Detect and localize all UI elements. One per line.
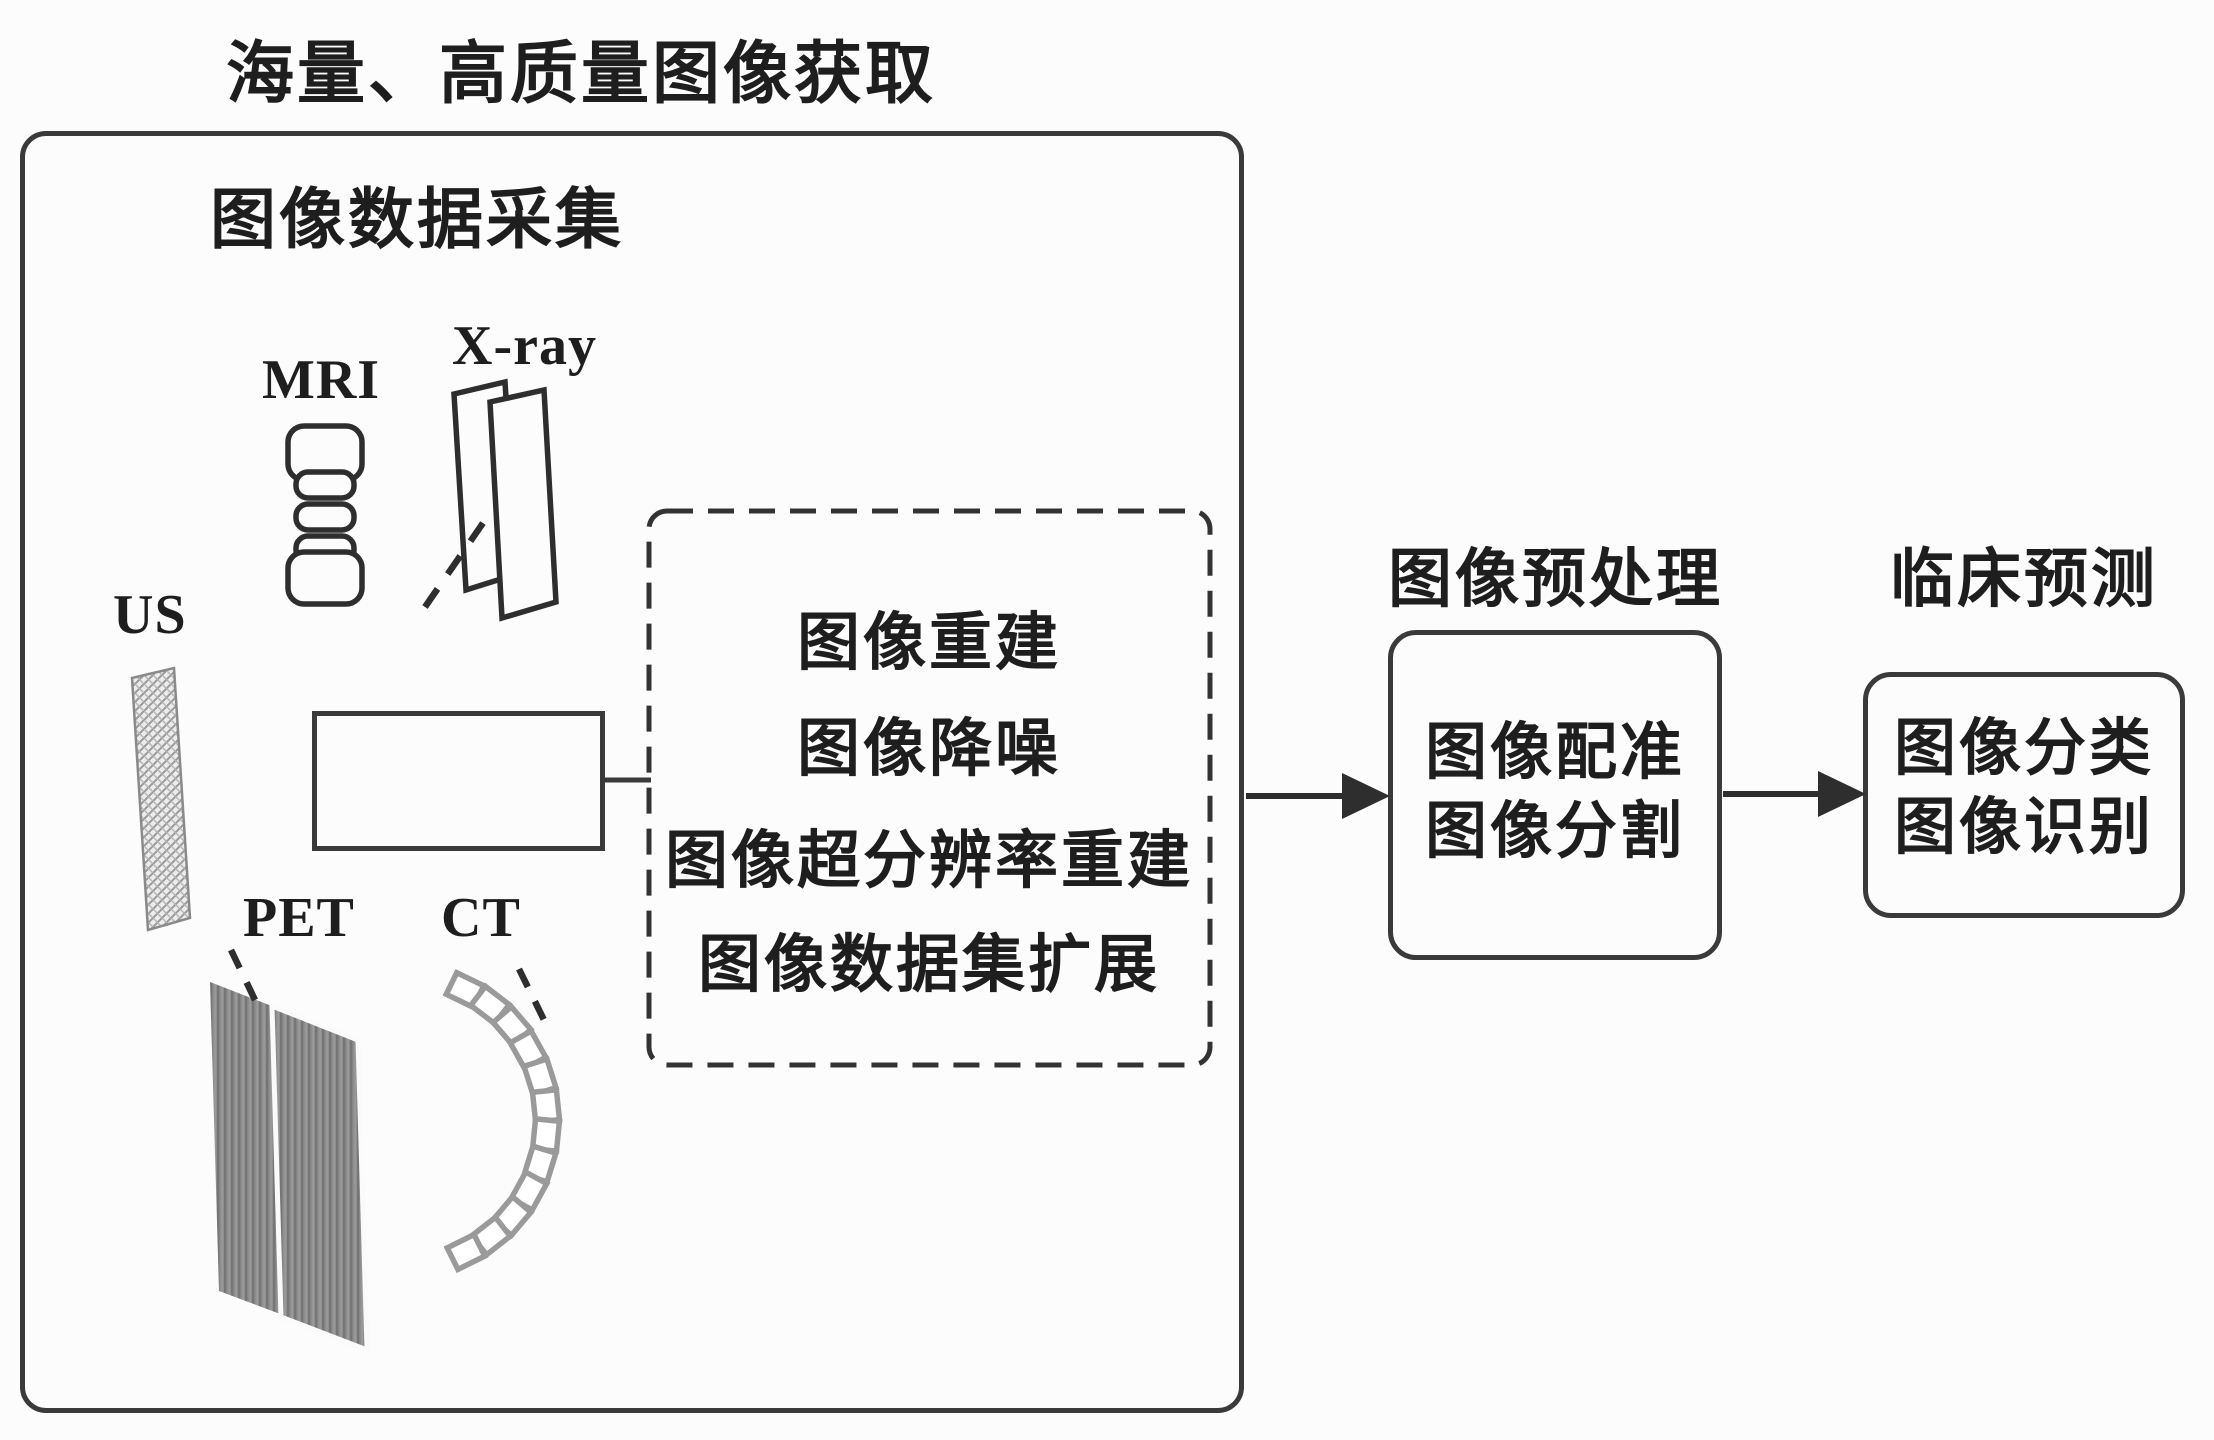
preprocessing-items: 图像配准 图像分割 xyxy=(1388,714,1722,872)
mri-label: MRI xyxy=(262,349,381,411)
figure-top-title: 海量、高质量图像获取 xyxy=(226,36,937,112)
clinical-item-classification: 图像分类 xyxy=(1893,715,2154,783)
processing-item-denoise: 图像降噪 xyxy=(797,714,1061,784)
arrow-acquisition-to-preprocessing xyxy=(1246,773,1390,819)
processing-item-superresolution: 图像超分辨率重建 xyxy=(665,826,1193,896)
xray-label: X-ray xyxy=(452,315,597,377)
clinical-item-recognition: 图像识别 xyxy=(1893,794,2154,862)
acquisition-box xyxy=(20,131,1244,1413)
us-label: US xyxy=(113,584,187,646)
preprocessing-box xyxy=(1388,630,1722,960)
preprocessing-item-registration: 图像配准 xyxy=(1424,719,1685,787)
scanner-rectangle xyxy=(312,711,605,851)
preprocessing-title: 图像预处理 xyxy=(1388,544,1723,615)
processing-item-dataset-expansion: 图像数据集扩展 xyxy=(698,930,1160,1000)
arrow-preprocessing-to-clinical xyxy=(1723,771,1866,817)
pet-label: PET xyxy=(243,887,355,949)
acquisition-box-label: 图像数据采集 xyxy=(210,184,624,257)
preprocessing-item-segmentation: 图像分割 xyxy=(1424,798,1685,866)
clinical-title: 临床预测 xyxy=(1890,544,2158,615)
clinical-items: 图像分类 图像识别 xyxy=(1863,710,2185,868)
ct-label: CT xyxy=(441,887,521,949)
processing-item-reconstruction: 图像重建 xyxy=(797,608,1061,678)
